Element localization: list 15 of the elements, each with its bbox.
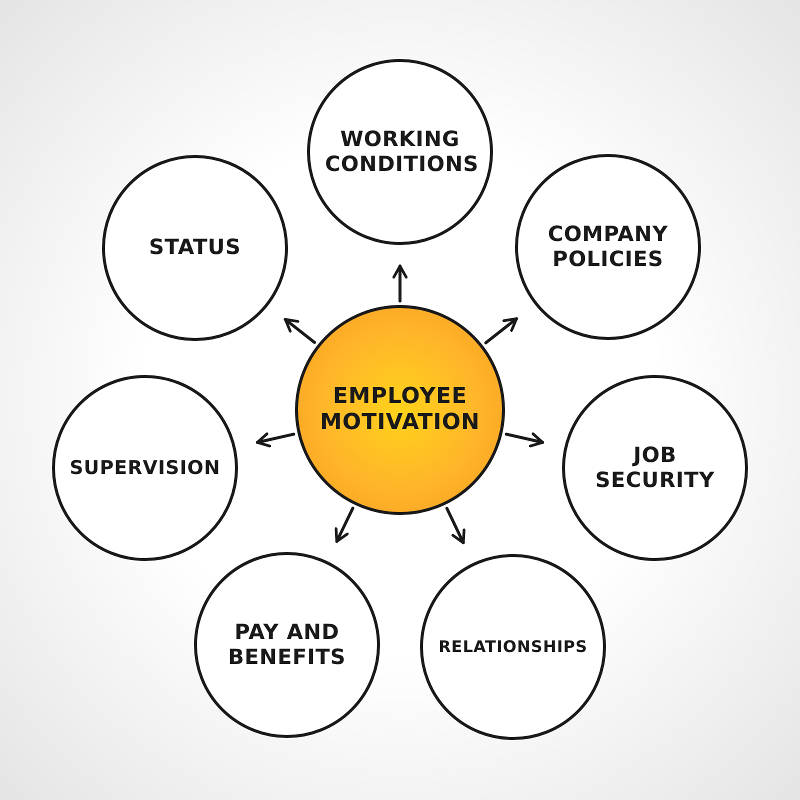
circle-label: EMPLOYEE MOTIVATION xyxy=(319,384,481,436)
circle-label: WORKING CONDITIONS xyxy=(325,126,475,178)
circle-label: PAY AND BENEFITS xyxy=(227,620,347,670)
arrow xyxy=(256,432,296,448)
circle-label: STATUS xyxy=(149,235,241,261)
arrow xyxy=(284,318,316,344)
arrow xyxy=(504,432,544,448)
arrow xyxy=(334,506,354,543)
circle-label: COMPANY POLICIES xyxy=(546,222,670,272)
circle-label: RELATIONSHIPS xyxy=(438,637,588,657)
circle-label: SUPERVISION xyxy=(70,456,220,480)
arrow xyxy=(484,317,518,344)
arrow xyxy=(445,506,466,544)
arrow xyxy=(392,264,408,302)
circle-label: JOB SECURITY xyxy=(594,442,716,494)
